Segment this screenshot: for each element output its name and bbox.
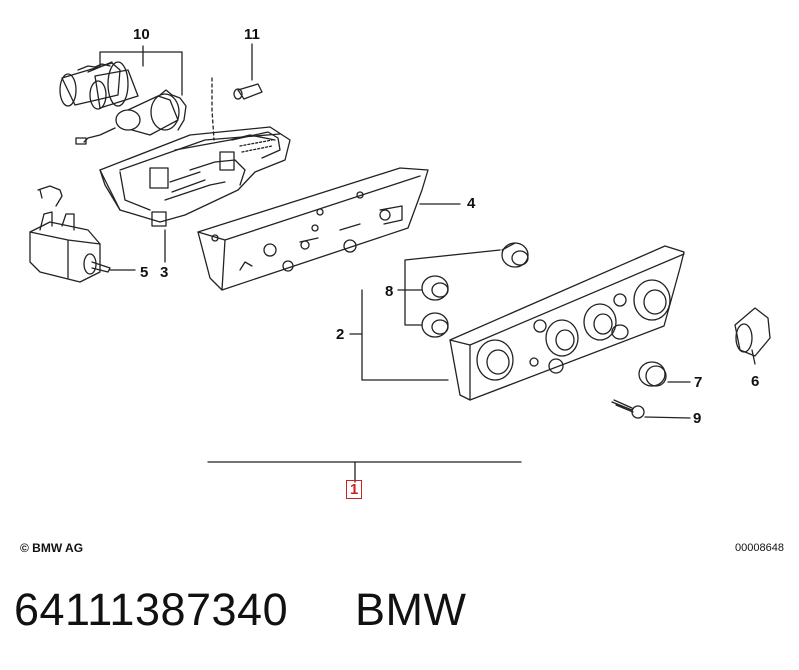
part-7-knob	[638, 361, 691, 387]
callout-9: 9	[693, 410, 702, 427]
part-2-front-panel	[349, 245, 685, 401]
part-3-control-unit	[99, 126, 291, 263]
part-10-blower-motor	[59, 45, 187, 145]
part-5-potentiometer	[29, 185, 136, 283]
callout-1[interactable]: 1	[346, 480, 363, 499]
part-8-knobs	[397, 242, 529, 338]
callout-6: 6	[751, 373, 760, 390]
part-number: 64111387340	[14, 584, 289, 635]
callout-3: 3	[160, 264, 169, 281]
callout-5: 5	[140, 264, 149, 281]
callout-10: 10	[133, 26, 150, 43]
callout-7: 7	[694, 374, 703, 391]
image-id: 00008648	[735, 542, 784, 554]
copyright: © BMW AG	[20, 541, 84, 555]
part-6-rotary-knob	[734, 307, 771, 365]
callout-8: 8	[385, 283, 394, 300]
callout-11: 11	[244, 26, 260, 43]
brand-name: BMW	[355, 584, 467, 635]
callout-2: 2	[336, 326, 345, 343]
callout-1-highlight: 1	[346, 480, 363, 499]
part-1-assembly-bracket	[207, 461, 522, 483]
part-11-bulb	[211, 43, 263, 141]
part-4-rear-panel	[197, 167, 461, 291]
callout-4: 4	[467, 195, 476, 212]
part-9-screw	[611, 399, 691, 419]
